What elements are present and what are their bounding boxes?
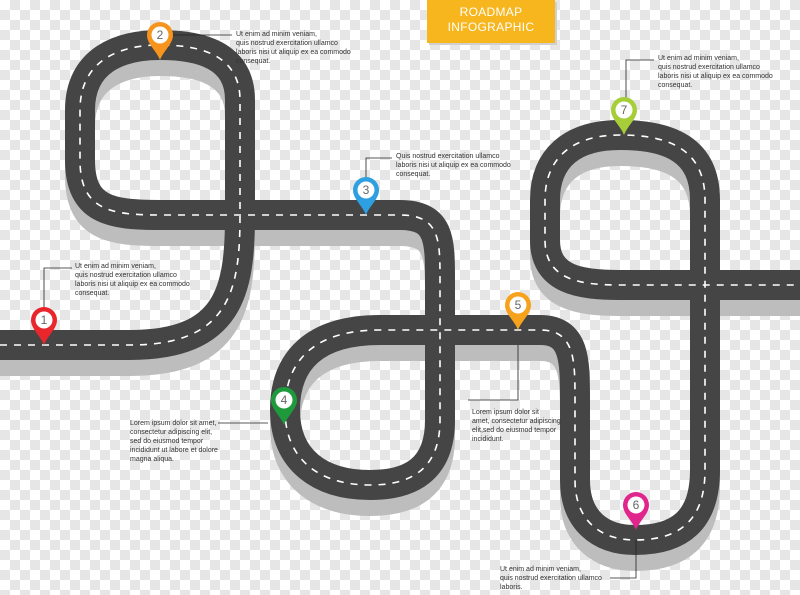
pin-inner-circle <box>151 26 169 44</box>
milestone-pin-4: 4 <box>271 387 297 425</box>
milestone-note-3: Quis nostrud exercitation ullamco labori… <box>396 153 511 178</box>
milestone-note-6: Ut enim ad minim veniam, quis nostrud ex… <box>500 566 602 591</box>
pin-inner-circle <box>357 181 375 199</box>
pin-number: 4 <box>281 393 288 407</box>
milestone-note-1: Ut enim ad minim veniam, quis nostrud ex… <box>75 263 190 297</box>
pin-number: 6 <box>633 498 640 512</box>
pin-inner-circle <box>275 391 293 409</box>
milestone-note-4: Lorem ipsum dolor sit amet, consectetur … <box>130 420 218 463</box>
title-line-2: INFOGRAPHIC <box>447 20 535 34</box>
milestone-pin-6: 6 <box>623 492 649 530</box>
pin-inner-circle <box>615 101 633 119</box>
milestone-note-2: Ut enim ad minim veniam, quis nostrud ex… <box>236 31 351 65</box>
pin-number: 3 <box>363 183 370 197</box>
milestone-pins: 1 2 3 4 5 6 7 <box>31 22 649 530</box>
leader-line-6 <box>610 540 637 579</box>
milestone-pin-1: 1 <box>31 307 57 345</box>
leader-line-3 <box>365 157 392 180</box>
pin-number: 1 <box>41 313 48 327</box>
milestone-pin-7: 7 <box>611 97 637 135</box>
title-banner: ROADMAP INFOGRAPHIC <box>427 0 555 43</box>
pin-number: 2 <box>157 28 164 42</box>
milestone-pin-3: 3 <box>353 177 379 215</box>
leader-line-7 <box>625 59 654 98</box>
milestone-pin-2: 2 <box>147 22 173 60</box>
pin-inner-circle <box>35 311 53 329</box>
pin-number: 5 <box>515 298 522 312</box>
milestone-pin-5: 5 <box>505 292 531 330</box>
leader-lines <box>43 34 654 579</box>
leader-line-1 <box>43 267 72 308</box>
pin-number: 7 <box>621 103 628 117</box>
pin-inner-circle <box>627 496 645 514</box>
milestone-note-7: Ut enim ad minim veniam, quis nostrud ex… <box>658 55 773 89</box>
pin-inner-circle <box>509 296 527 314</box>
title-line-1: ROADMAP <box>459 5 523 19</box>
leader-line-5 <box>468 345 519 401</box>
milestone-note-5: Lorem ipsum dolor sit amet, consectetur … <box>472 409 561 443</box>
